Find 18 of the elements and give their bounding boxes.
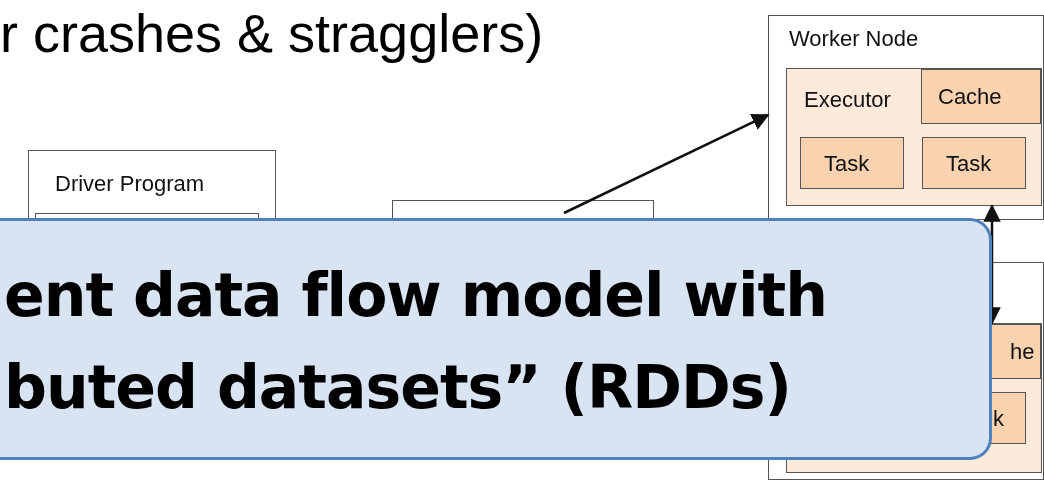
component-box [800, 137, 904, 189]
component-box [786, 68, 1042, 206]
node-label: Task [824, 151, 870, 177]
slide-text: r crashes & stragglers) [0, 2, 544, 64]
component-box [921, 69, 1041, 124]
node-label: he [1010, 339, 1035, 365]
arrow [563, 113, 770, 215]
callout-tooltip [0, 218, 992, 460]
node-label: Driver Program [55, 171, 205, 197]
worker-node-box [768, 15, 1044, 220]
component-box [922, 137, 1026, 189]
node-label: Executor [804, 87, 891, 113]
node-label: Worker Node [789, 26, 919, 52]
node-label: k [993, 406, 1004, 432]
arrow [983, 204, 1001, 325]
node-label: Task [946, 151, 992, 177]
node-label: Cache [938, 84, 1002, 110]
callout-text: ent data flow model with buted datasets” (RDDs) [4, 259, 828, 424]
